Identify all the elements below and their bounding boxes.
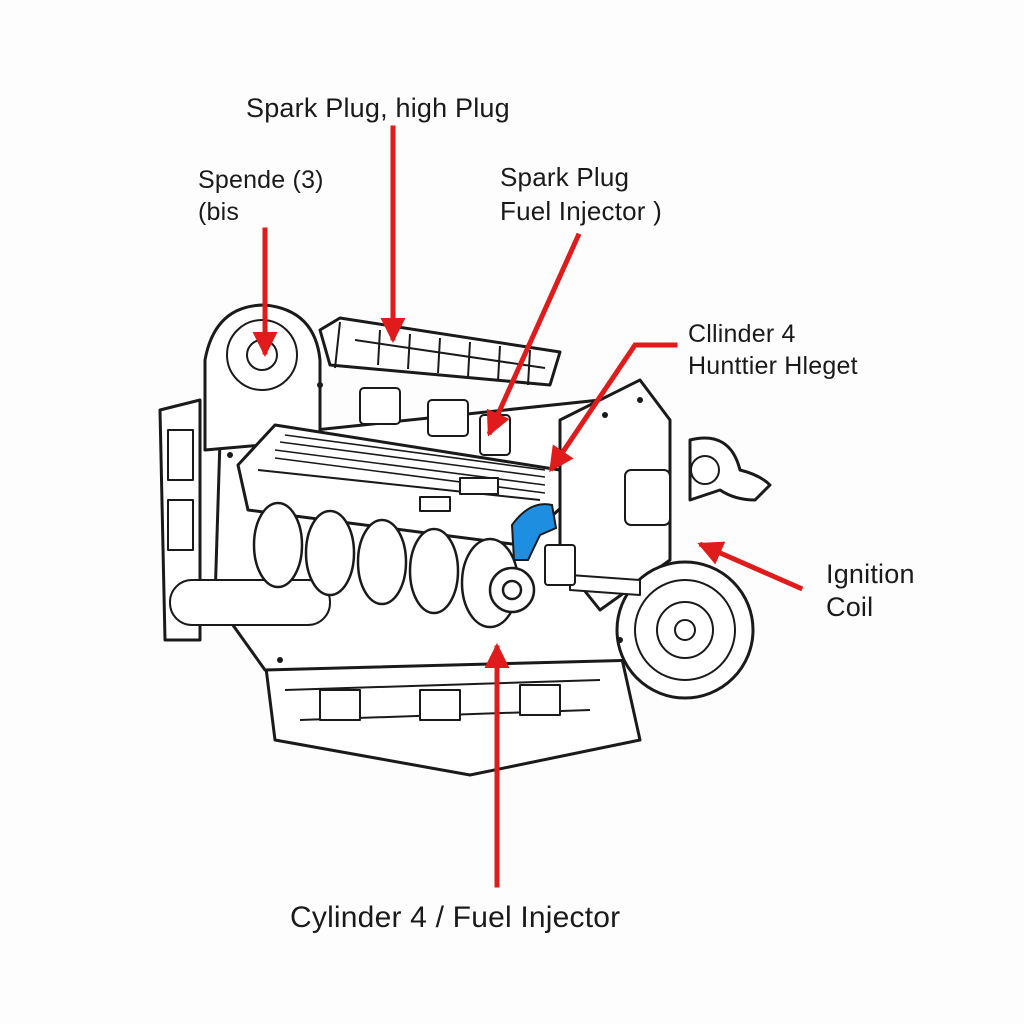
label-right-lower-line2: Coil: [826, 592, 874, 622]
label-right-upper-line1: Cllinder 4: [688, 320, 796, 348]
label-top-left-line1: Spende (3): [198, 166, 324, 194]
engine-block: [158, 303, 772, 777]
leader-arrows: [252, 125, 804, 888]
label-center: Spark Plug Fuel Injector ): [500, 160, 662, 228]
label-top-left: Spende (3) (bis: [198, 164, 324, 228]
label-bottom: Cylinder 4 / Fuel Injector: [290, 902, 620, 934]
arrow-center: [486, 232, 582, 437]
label-right-upper: Cllinder 4 Hunttier Hleget: [688, 318, 858, 382]
label-center-line2: Fuel Injector ): [500, 196, 662, 226]
label-top-left-line2: (bis: [198, 198, 240, 226]
label-right-upper-line2: Hunttier Hleget: [688, 352, 858, 380]
label-right-lower-line1: Ignition: [826, 559, 915, 589]
label-top-center-text: Spark Plug, high Plug: [246, 93, 510, 123]
label-center-line1: Spark Plug: [500, 162, 630, 192]
highlight-marker: [510, 503, 558, 561]
label-right-lower: Ignition Coil: [826, 558, 915, 624]
label-top-center: Spark Plug, high Plug: [246, 92, 510, 124]
label-bottom-text: Cylinder 4 / Fuel Injector: [290, 901, 621, 934]
arrow-right-lower: [697, 541, 804, 592]
arrow-right-upper: [548, 342, 678, 473]
